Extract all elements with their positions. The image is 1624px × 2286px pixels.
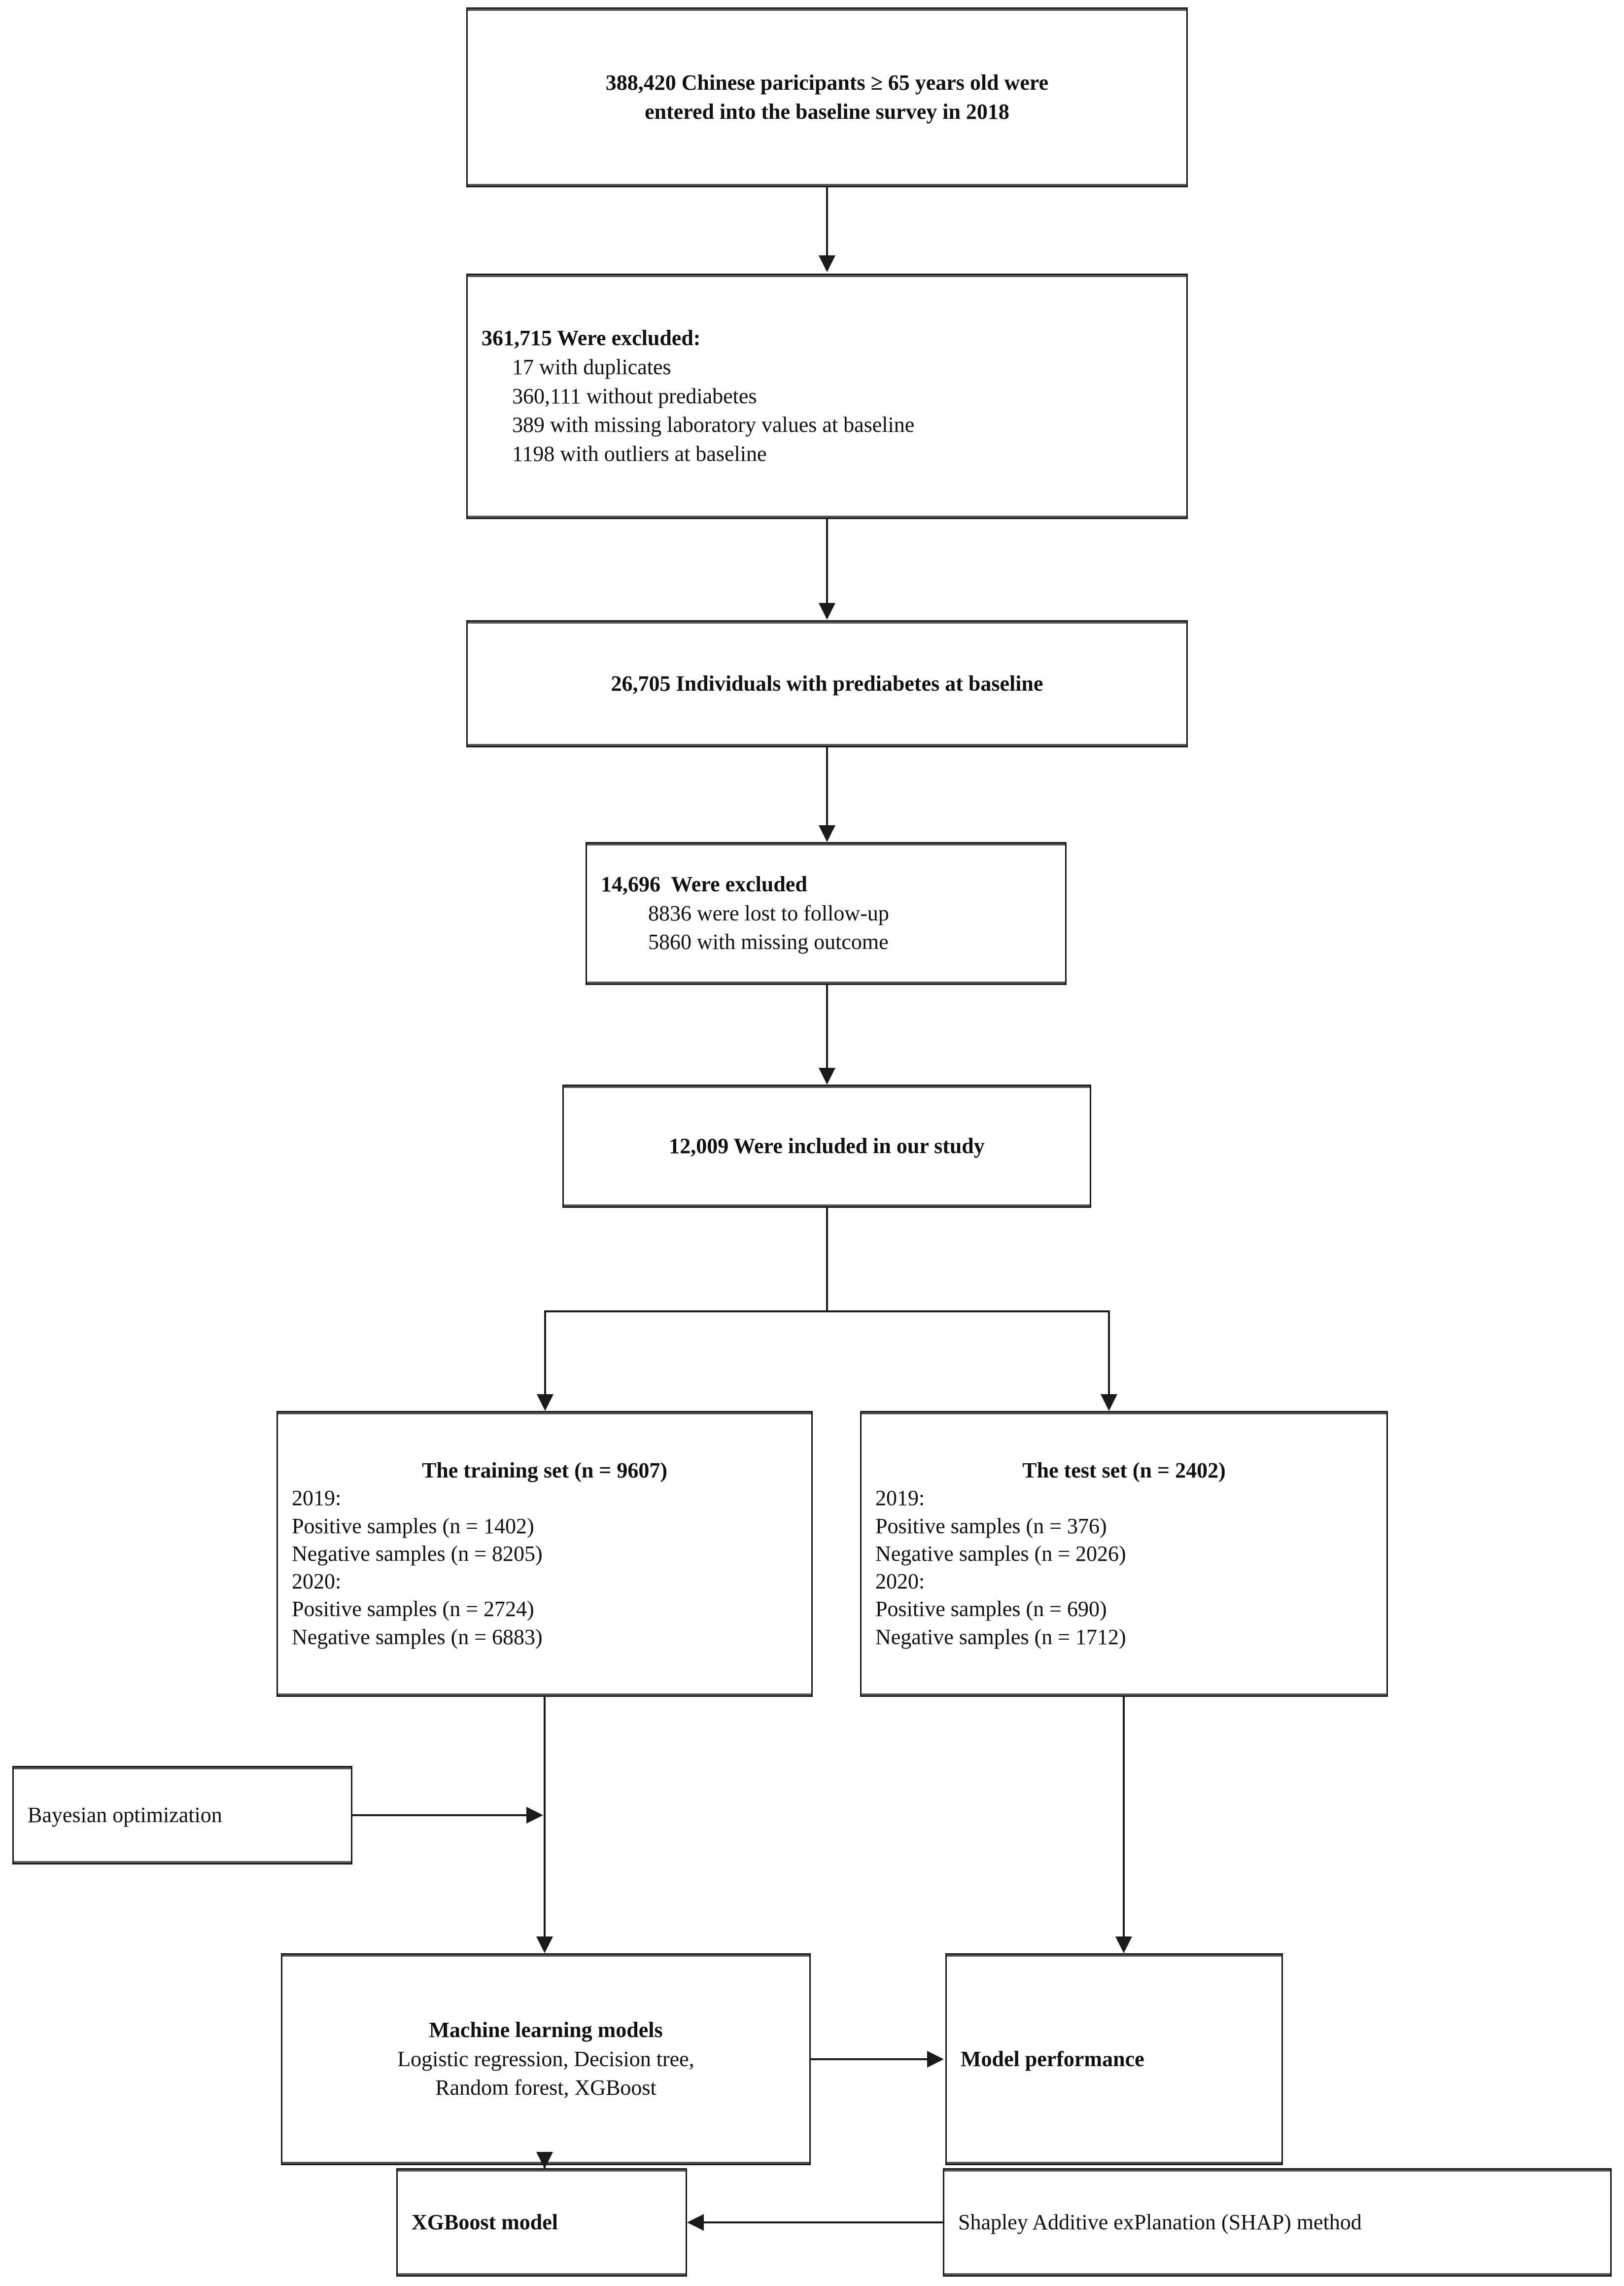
connector-training-to-ml-models xyxy=(544,1697,546,1937)
connector-followup-to-included xyxy=(826,985,828,1069)
arrow-split-to-test-set xyxy=(1101,1394,1117,1411)
xgboost-model-line-1: XGBoost model xyxy=(412,2210,558,2234)
connector-ml-models-to-model-performance xyxy=(811,2058,928,2060)
baseline-line-2: entered into the baseline survey in 2018 xyxy=(645,99,1009,124)
excluded-followup-item-2: 5860 with missing outcome xyxy=(648,930,889,954)
arrow-bayesian-to-ml-models xyxy=(526,1807,543,1824)
node-machine-learning-models: Machine learning models Logistic regress… xyxy=(281,1953,811,2165)
arrow-prediabetes-to-followup xyxy=(819,825,835,842)
connector-bayesian-to-ml-models xyxy=(352,1814,527,1816)
arrow-training-to-ml-models xyxy=(536,1936,553,1953)
node-xgboost-model: XGBoost model xyxy=(396,2168,687,2277)
test-set-negative-2019: Negative samples (n = 2026) xyxy=(875,1541,1126,1566)
test-set-year-2020: 2020: xyxy=(875,1569,925,1594)
connector-baseline-to-excluded xyxy=(826,187,828,256)
excluded-baseline-item-4: 1198 with outliers at baseline xyxy=(512,442,767,466)
model-performance-line-1: Model performance xyxy=(961,2046,1144,2071)
node-included-study: 12,009 Were included in our study xyxy=(562,1085,1091,1208)
node-test-set: The test set (n = 2402) 2019: Positive s… xyxy=(860,1411,1388,1697)
node-baseline-survey: 388,420 Chinese paricipants ≥ 65 years o… xyxy=(466,7,1188,187)
excluded-baseline-heading: 361,715 Were excluded: xyxy=(482,325,701,350)
excluded-followup-heading: 14,696 Were excluded xyxy=(601,872,807,896)
training-set-year-2019: 2019: xyxy=(292,1486,342,1511)
arrow-test-to-model-performance xyxy=(1115,1936,1132,1953)
excluded-baseline-item-2: 360,111 without prediabetes xyxy=(512,384,757,408)
baseline-line-1: 388,420 Chinese paricipants ≥ 65 years o… xyxy=(605,70,1049,95)
test-set-positive-2019: Positive samples (n = 376) xyxy=(875,1513,1107,1538)
training-set-positive-2020: Positive samples (n = 2724) xyxy=(292,1597,534,1621)
excluded-baseline-item-1: 17 with duplicates xyxy=(512,354,671,379)
arrow-baseline-to-excluded xyxy=(819,255,835,272)
connector-shap-to-xgboost xyxy=(704,2221,943,2223)
training-set-year-2020: 2020: xyxy=(292,1569,342,1594)
ml-models-heading: Machine learning models xyxy=(429,2017,663,2042)
arrow-split-to-training-set xyxy=(537,1394,553,1411)
excluded-followup-item-1: 8836 were lost to follow-up xyxy=(648,901,889,925)
bayesian-line-1: Bayesian optimization xyxy=(28,1802,222,1827)
excluded-baseline-item-3: 389 with missing laboratory values at ba… xyxy=(512,413,915,437)
test-set-heading: The test set (n = 2402) xyxy=(1022,1458,1226,1482)
training-set-positive-2019: Positive samples (n = 1402) xyxy=(292,1513,534,1538)
shap-line-1: Shapley Additive exPlanation (SHAP) meth… xyxy=(958,2210,1362,2234)
training-set-negative-2019: Negative samples (n = 8205) xyxy=(292,1541,543,1566)
connector-split-right xyxy=(1108,1310,1110,1395)
arrow-followup-to-included xyxy=(819,1068,835,1085)
arrow-shap-to-xgboost xyxy=(687,2214,704,2231)
ml-models-line-3: Random forest, XGBoost xyxy=(435,2075,657,2100)
node-shap-method: Shapley Additive exPlanation (SHAP) meth… xyxy=(943,2168,1612,2277)
training-set-heading: The training set (n = 9607) xyxy=(421,1458,668,1482)
node-training-set: The training set (n = 9607) 2019: Positi… xyxy=(276,1411,813,1697)
connector-split-left xyxy=(544,1310,546,1395)
connector-split-bar xyxy=(544,1310,1110,1312)
node-model-performance: Model performance xyxy=(945,1953,1283,2165)
training-set-negative-2020: Negative samples (n = 6883) xyxy=(292,1624,543,1649)
ml-models-line-2: Logistic regression, Decision tree, xyxy=(397,2046,694,2071)
prediabetes-line-1: 26,705 Individuals with prediabetes at b… xyxy=(611,671,1043,696)
connector-test-to-model-performance xyxy=(1123,1697,1125,1937)
connector-excluded-to-prediabetes xyxy=(826,519,828,604)
test-set-positive-2020: Positive samples (n = 690) xyxy=(875,1597,1107,1621)
node-bayesian-optimization: Bayesian optimization xyxy=(12,1766,352,1864)
test-set-year-2019: 2019: xyxy=(875,1486,925,1511)
arrow-ml-models-to-xgboost xyxy=(536,2152,553,2169)
arrow-excluded-to-prediabetes xyxy=(819,603,835,620)
included-line-1: 12,009 Were included in our study xyxy=(669,1133,985,1158)
node-excluded-baseline: 361,715 Were excluded: 17 with duplicate… xyxy=(466,274,1188,519)
arrow-ml-models-to-model-performance xyxy=(927,2051,944,2068)
test-set-negative-2020: Negative samples (n = 1712) xyxy=(875,1624,1126,1649)
connector-prediabetes-to-followup xyxy=(826,747,828,826)
node-excluded-followup: 14,696 Were excluded 8836 were lost to f… xyxy=(586,842,1067,985)
node-prediabetes-baseline: 26,705 Individuals with prediabetes at b… xyxy=(466,620,1188,747)
connector-included-down xyxy=(826,1208,828,1312)
